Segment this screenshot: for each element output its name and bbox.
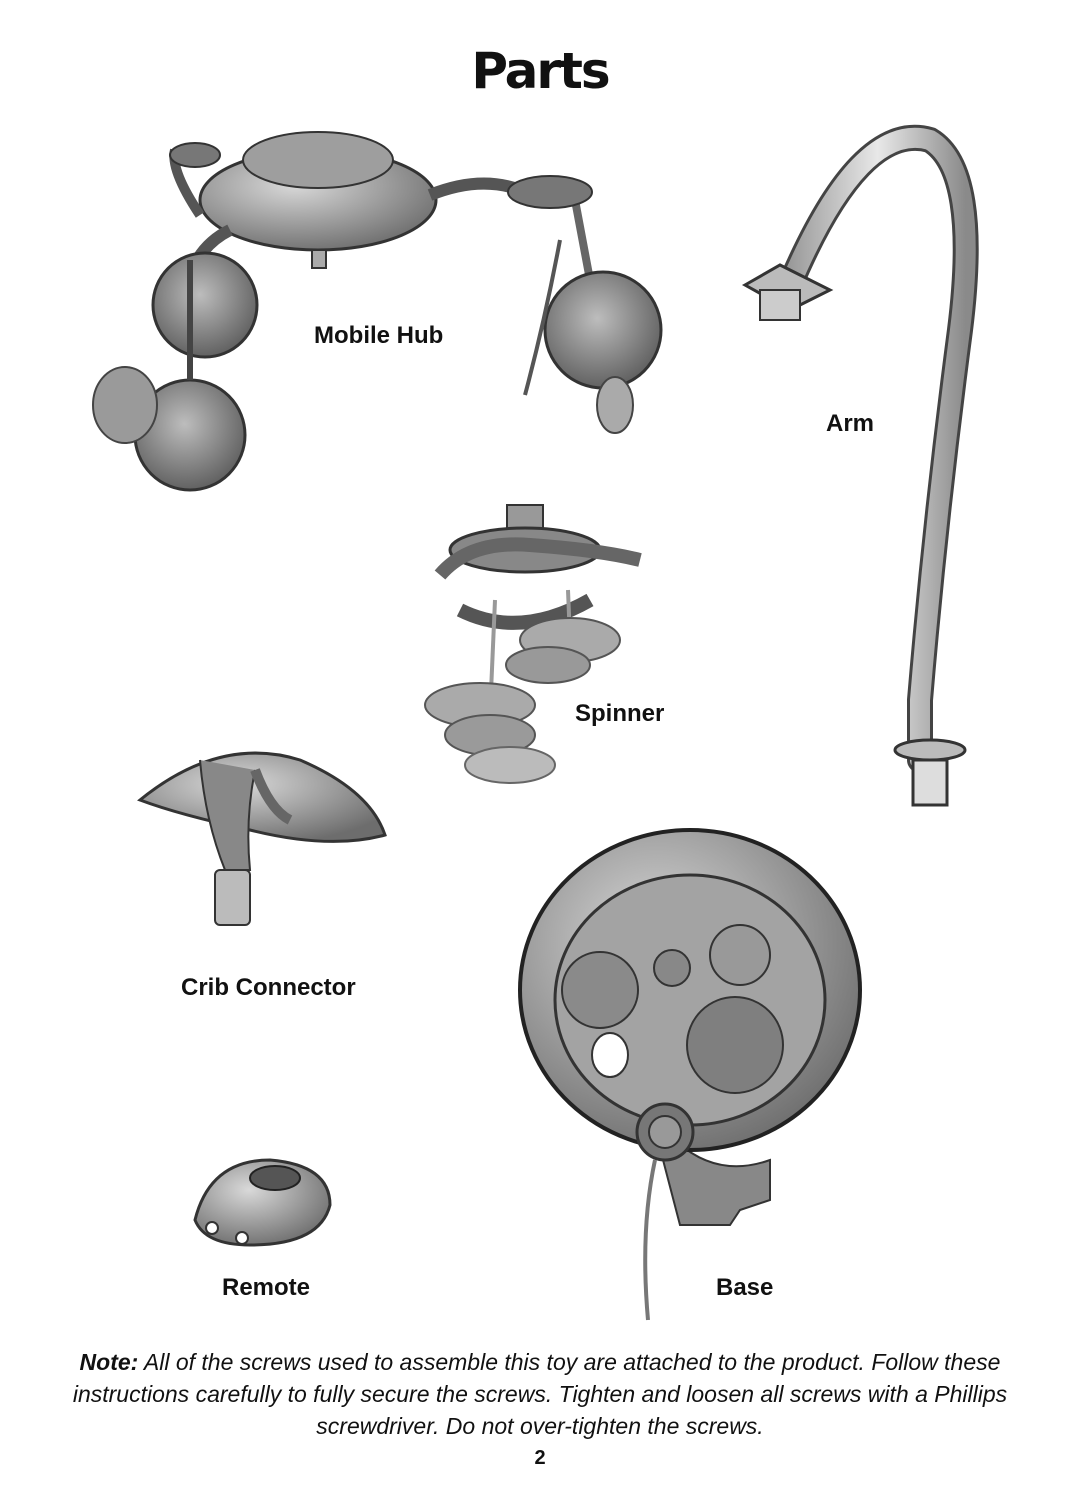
arm-illustration <box>741 124 979 807</box>
spinner-illustration <box>424 504 642 784</box>
remote-illustration <box>193 1158 332 1247</box>
base-label: Base <box>716 1274 774 1301</box>
base-illustration <box>518 828 862 1321</box>
spinner-label: Spinner <box>575 700 665 727</box>
assembly-note: Note: All of the screws used to assemble… <box>60 1346 1020 1442</box>
note-lead: Note: <box>79 1349 139 1375</box>
mobile-hub-label: Mobile Hub <box>314 322 444 349</box>
note-text: All of the screws used to assemble this … <box>72 1349 1008 1439</box>
remote-label: Remote <box>222 1274 311 1301</box>
page-title: Parts <box>471 42 610 100</box>
page-number: 2 <box>534 1447 546 1469</box>
arm-label: Arm <box>826 410 875 437</box>
crib-connector-illustration <box>137 751 387 926</box>
crib-connector-label: Crib Connector <box>181 974 356 1001</box>
mobile-hub-illustration <box>92 131 663 492</box>
